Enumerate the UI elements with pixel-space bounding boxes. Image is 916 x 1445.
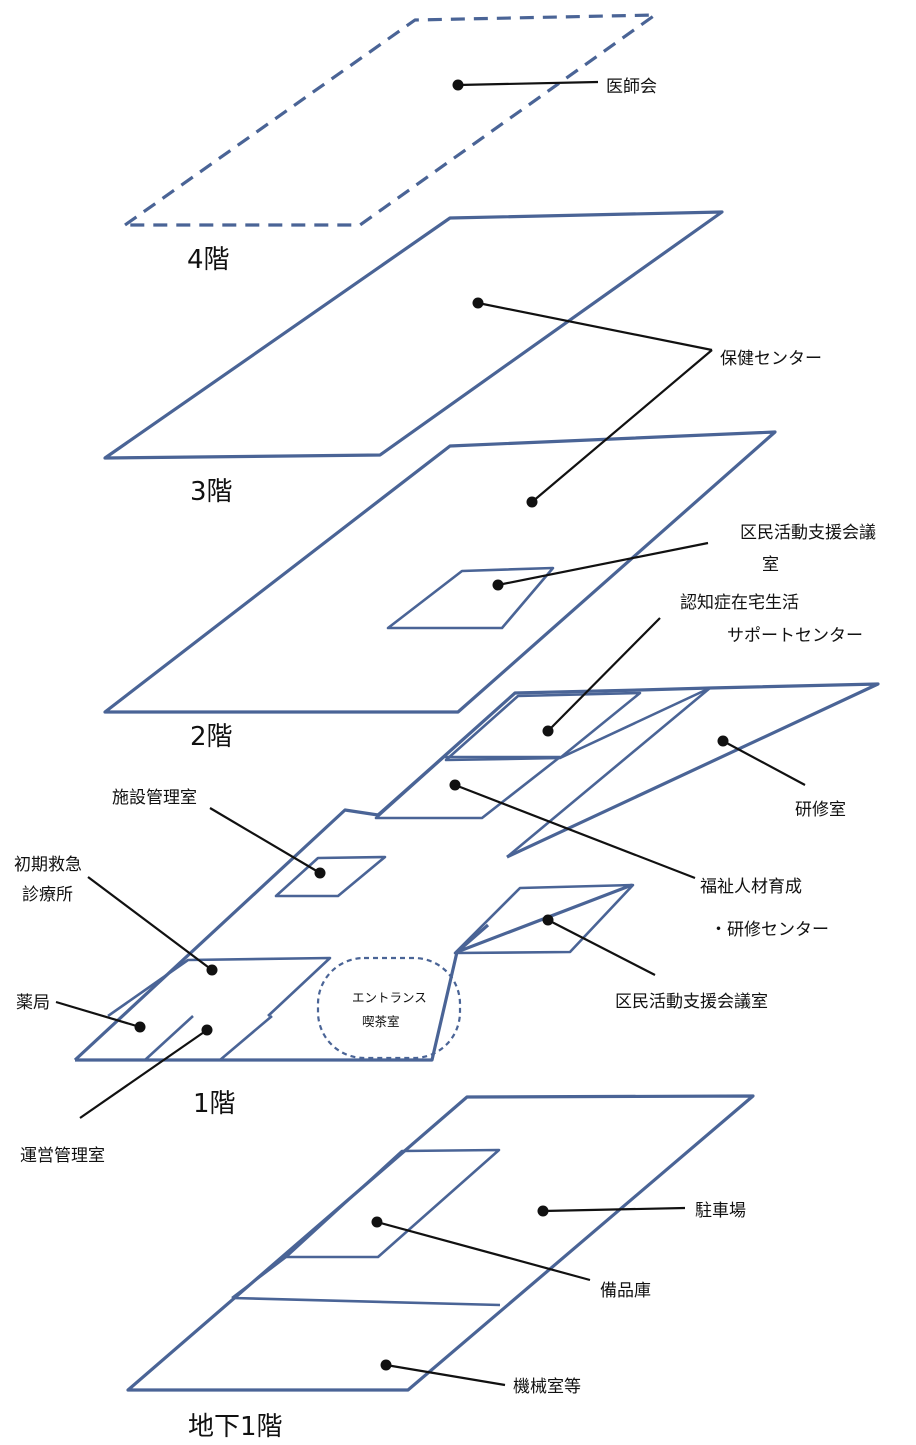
label-welfare-training: 福祉人材育成 ・研修センター <box>449 779 829 940</box>
label-facility-management: 施設管理室 <box>112 788 326 879</box>
dementia-support-label-line1: 認知症在宅生活 <box>680 593 799 613</box>
facility-management-label: 施設管理室 <box>112 788 197 808</box>
label-storage: 備品庫 <box>371 1216 651 1301</box>
label-training-room: 研修室 <box>717 735 846 820</box>
emergency-clinic-label-line1: 初期救急 <box>14 855 82 875</box>
entrance-cafe-area <box>316 956 462 1060</box>
floor-3-plate <box>103 210 724 460</box>
dementia-support-label-line2: サポートセンター <box>727 626 863 646</box>
label-medical-association: 医師会 <box>452 77 657 97</box>
floor-b1-label: 地下1階 <box>188 1412 283 1442</box>
floor-b1-plate <box>126 1094 755 1392</box>
label-dementia-support: 認知症在宅生活 サポートセンター <box>542 593 863 737</box>
welfare-training-label-line1: 福祉人材育成 <box>700 877 802 897</box>
meeting-room-2f-label-line1: 区民活動支援会議 <box>740 523 876 543</box>
label-parking: 駐車場 <box>537 1201 746 1221</box>
storage-label: 備品庫 <box>600 1281 651 1301</box>
entrance-label-line1: エントランス <box>352 990 427 1005</box>
machine-room-label: 機械室等 <box>513 1377 581 1397</box>
medical-association-label: 医師会 <box>606 77 657 97</box>
floor-3-label: 3階 <box>190 477 233 507</box>
floor-1-label: 1階 <box>193 1089 236 1119</box>
label-operations-management: 運営管理室 <box>20 1024 213 1166</box>
parking-label: 駐車場 <box>695 1201 746 1221</box>
welfare-training-label-line2: ・研修センター <box>710 920 829 940</box>
label-emergency-clinic: 初期救急 診療所 <box>14 855 218 976</box>
floor-4-plate <box>123 13 657 227</box>
floor-1-plate <box>73 682 880 1062</box>
floor-4-label: 4階 <box>187 245 230 275</box>
label-pharmacy: 薬局 <box>16 993 146 1033</box>
operations-management-label: 運営管理室 <box>20 1146 105 1166</box>
training-room-label: 研修室 <box>795 800 846 820</box>
label-meeting-room-1f: 区民活動支援会議室 <box>542 914 768 1012</box>
entrance-label-line2: 喫茶室 <box>362 1014 400 1029</box>
label-meeting-room-2f: 区民活動支援会議 室 <box>492 523 876 591</box>
meeting-room-2f-label-line2: 室 <box>762 555 779 575</box>
floor-2-plate <box>103 430 777 714</box>
meeting-room-2f-area <box>386 566 555 630</box>
label-health-center: 保健センター <box>472 297 822 508</box>
health-center-label: 保健センター <box>720 349 822 369</box>
pharmacy-label: 薬局 <box>16 993 50 1013</box>
label-machine-room: 機械室等 <box>380 1359 581 1397</box>
meeting-room-1f-label: 区民活動支援会議室 <box>615 992 768 1012</box>
emergency-clinic-label-line2: 診療所 <box>22 885 73 905</box>
floor-2-label: 2階 <box>190 722 233 752</box>
